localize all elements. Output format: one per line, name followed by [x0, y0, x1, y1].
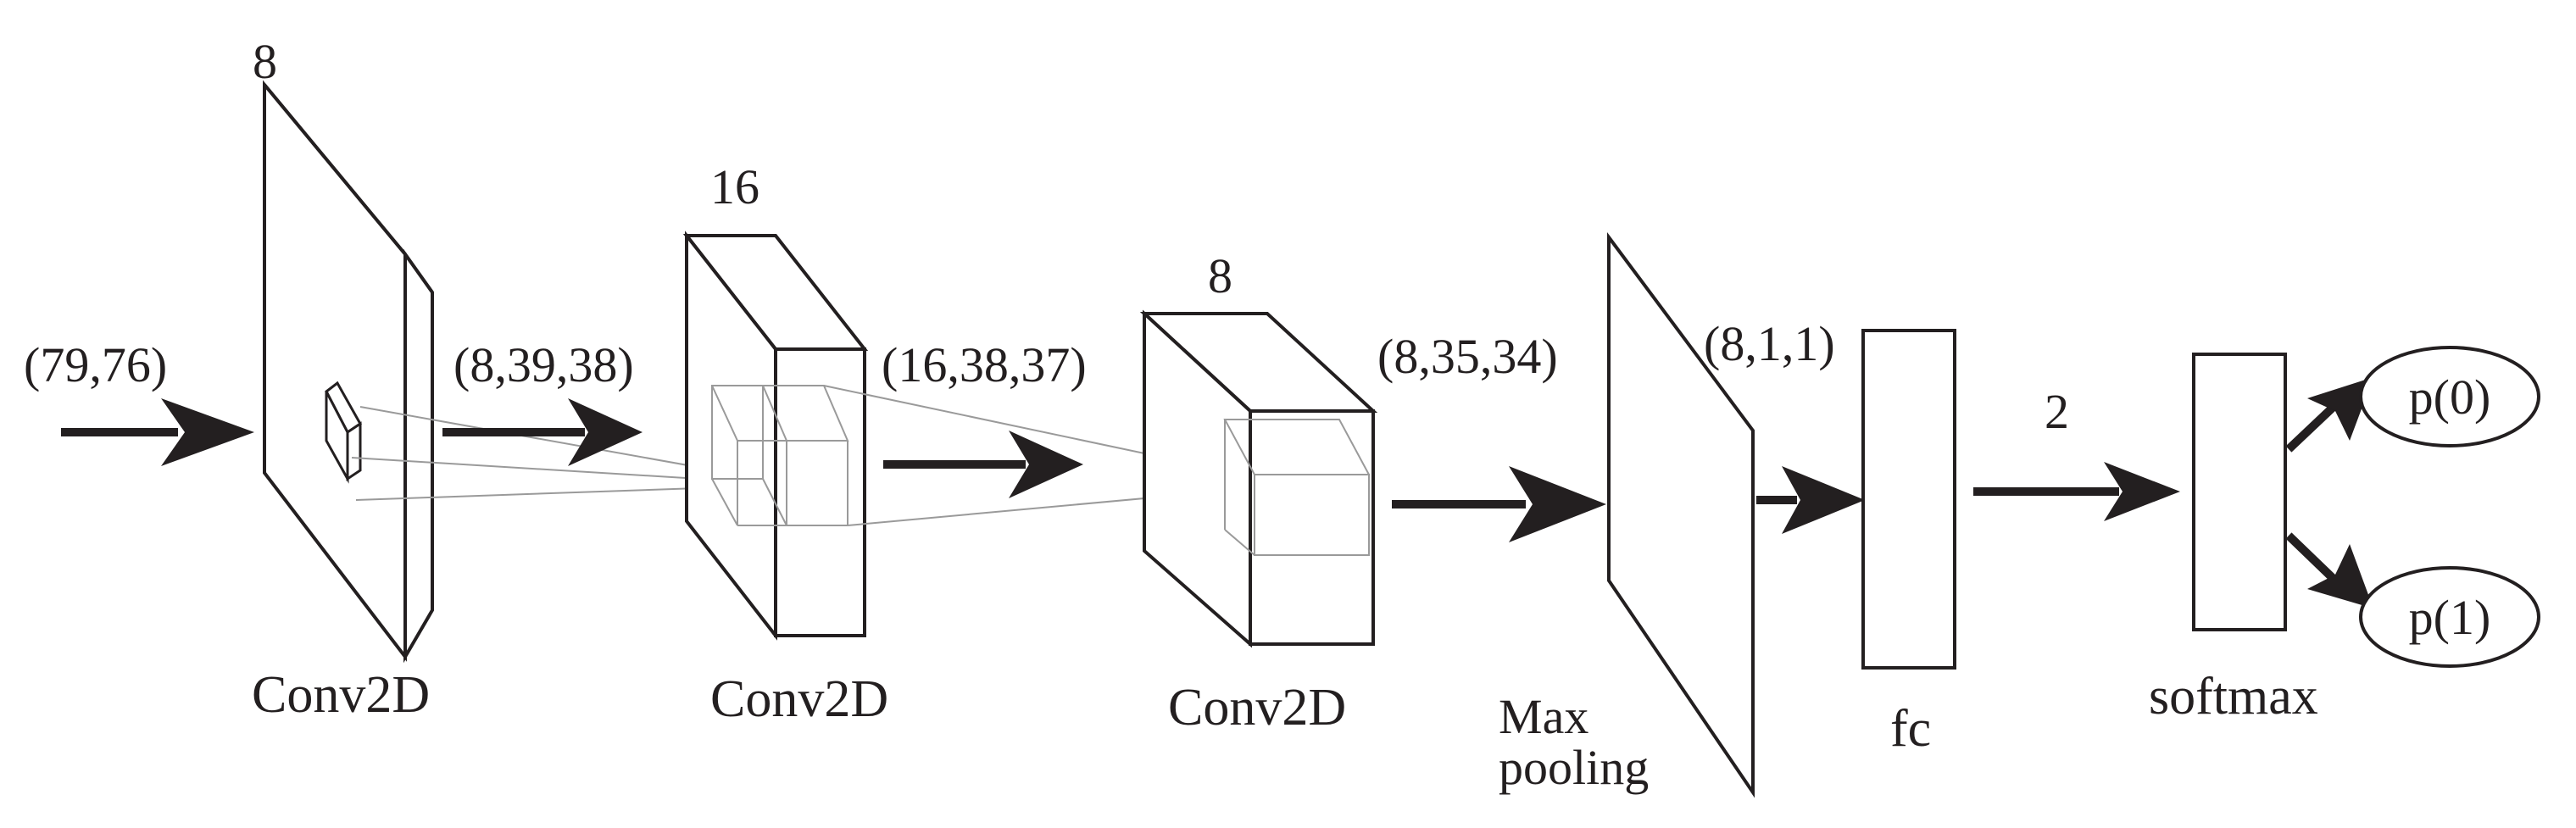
input-shape-label: (79,76) — [24, 337, 167, 392]
conv1-block — [263, 80, 798, 664]
max-pooling-caption-line2: pooling — [1499, 740, 1649, 795]
arrow-1 — [442, 398, 643, 466]
arrow-5 — [1973, 462, 2180, 521]
shape-label-4: (8,1,1) — [1704, 316, 1835, 371]
fc-caption: fc — [1890, 700, 1931, 758]
arrow-3 — [1392, 466, 1606, 542]
max-pooling-plane — [1607, 231, 1755, 798]
output-label-p0: p(0) — [2409, 370, 2491, 425]
shape-label-1: (8,39,38) — [453, 337, 634, 392]
output-node-p0 — [2359, 346, 2540, 447]
conv1-depth-label: 8 — [253, 34, 277, 89]
output-node-p1 — [2359, 566, 2540, 668]
input-arrow — [61, 398, 254, 466]
conv3-depth-label: 8 — [1208, 248, 1232, 303]
conv3-block — [1139, 309, 1378, 648]
output-label-p1: p(1) — [2409, 590, 2491, 645]
conv2-caption: Conv2D — [710, 670, 888, 728]
fc-output-size-label: 2 — [2045, 384, 2069, 439]
fc-layer — [1861, 329, 1956, 670]
conv2-depth-label: 16 — [710, 159, 759, 214]
conv2-block — [682, 231, 1294, 641]
softmax-caption: softmax — [2149, 668, 2318, 725]
softmax-layer — [2192, 353, 2287, 631]
arrow-4 — [1756, 466, 1865, 534]
arrow-2 — [883, 431, 1083, 498]
conv1-caption: Conv2D — [252, 666, 430, 724]
shape-label-3: (8,35,34) — [1377, 329, 1558, 384]
conv3-caption: Conv2D — [1168, 679, 1346, 736]
output-arrow-1 — [2285, 532, 2373, 608]
max-pooling-caption-line1: Max — [1499, 689, 1588, 744]
output-arrow-0 — [2285, 377, 2373, 453]
shape-label-2: (16,38,37) — [882, 337, 1087, 392]
